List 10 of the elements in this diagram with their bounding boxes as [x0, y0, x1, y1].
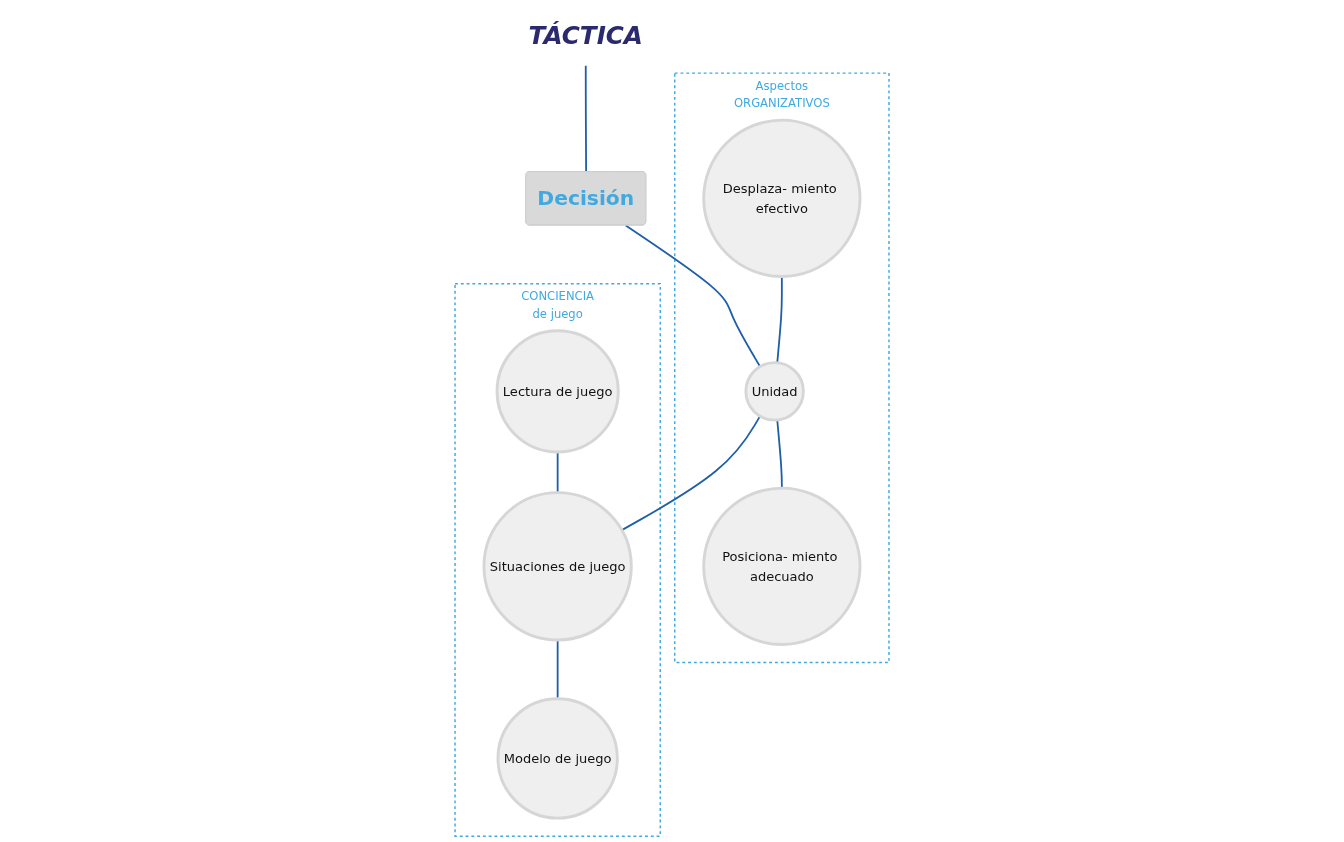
node-circle: Unidad	[744, 361, 805, 422]
node-circle: Desplaza- miento efectivo	[702, 118, 862, 278]
node-circle: Lectura de juego	[495, 329, 620, 454]
node-text: TÁCTICA	[528, 20, 643, 50]
connector	[624, 224, 761, 368]
node-circle: Modelo de juego	[496, 697, 619, 820]
node-circle: Situaciones de juego	[482, 491, 633, 642]
connector	[584, 64, 588, 173]
connector	[620, 415, 761, 531]
node-circle: Posiciona- miento adecuado	[702, 486, 862, 646]
